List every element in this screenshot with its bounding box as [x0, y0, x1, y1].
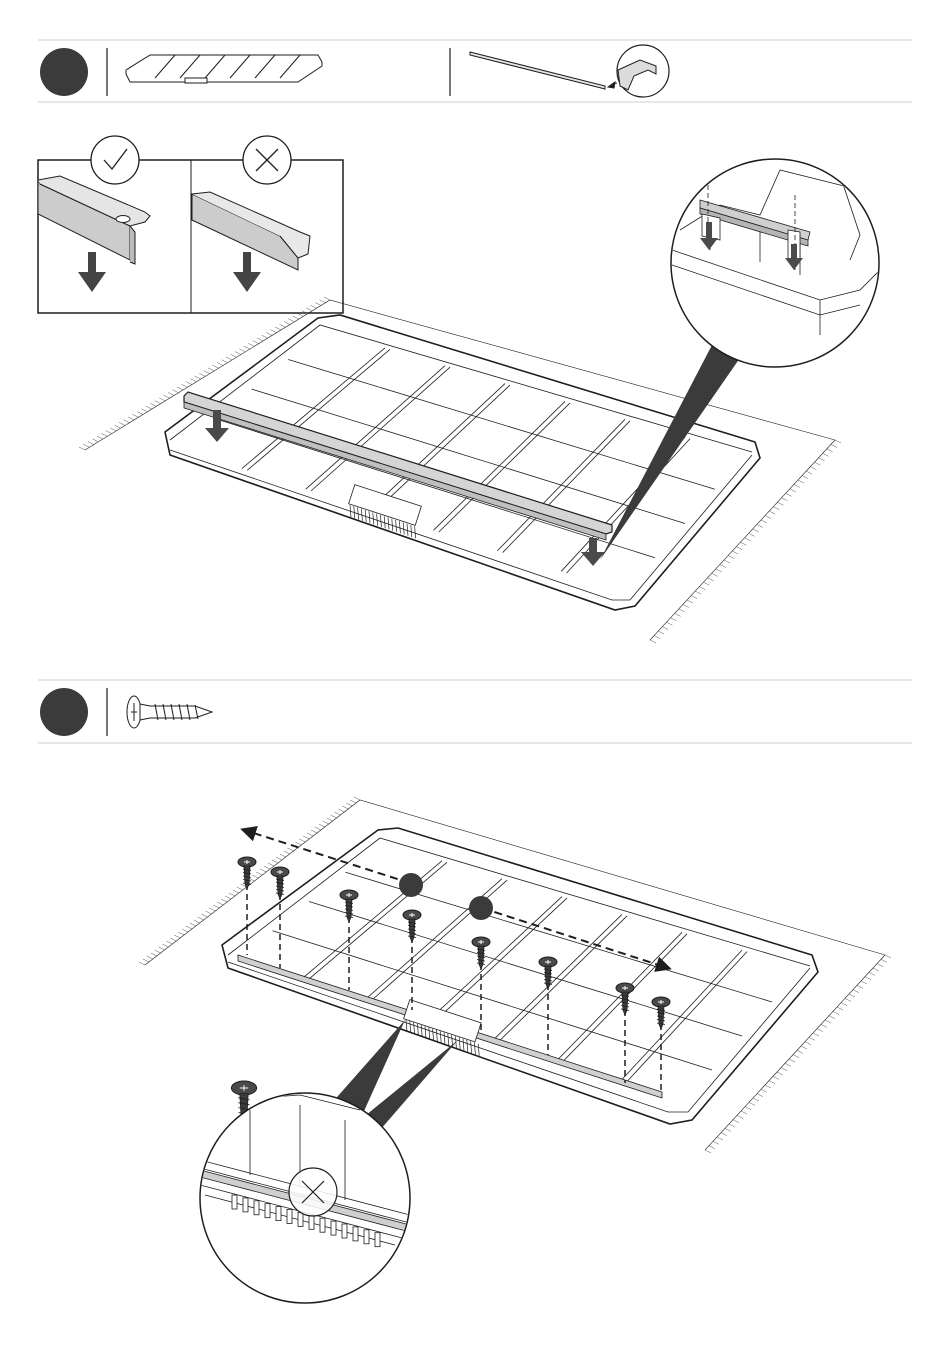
rail-orientation-callout	[38, 136, 343, 313]
step-2-table-illustration	[145, 800, 885, 1303]
cross-icon	[289, 1168, 337, 1216]
step-2-badge	[40, 688, 88, 736]
screw-icon	[127, 696, 212, 728]
rail-detail-magnifier	[671, 159, 880, 367]
check-icon	[91, 136, 139, 184]
table-top-icon	[126, 55, 322, 83]
start-point-right	[469, 896, 493, 920]
screw-detail-magnifier	[200, 1093, 410, 1303]
start-point-left	[399, 873, 423, 897]
cross-icon	[243, 136, 291, 184]
metal-rail-icon	[470, 45, 669, 97]
